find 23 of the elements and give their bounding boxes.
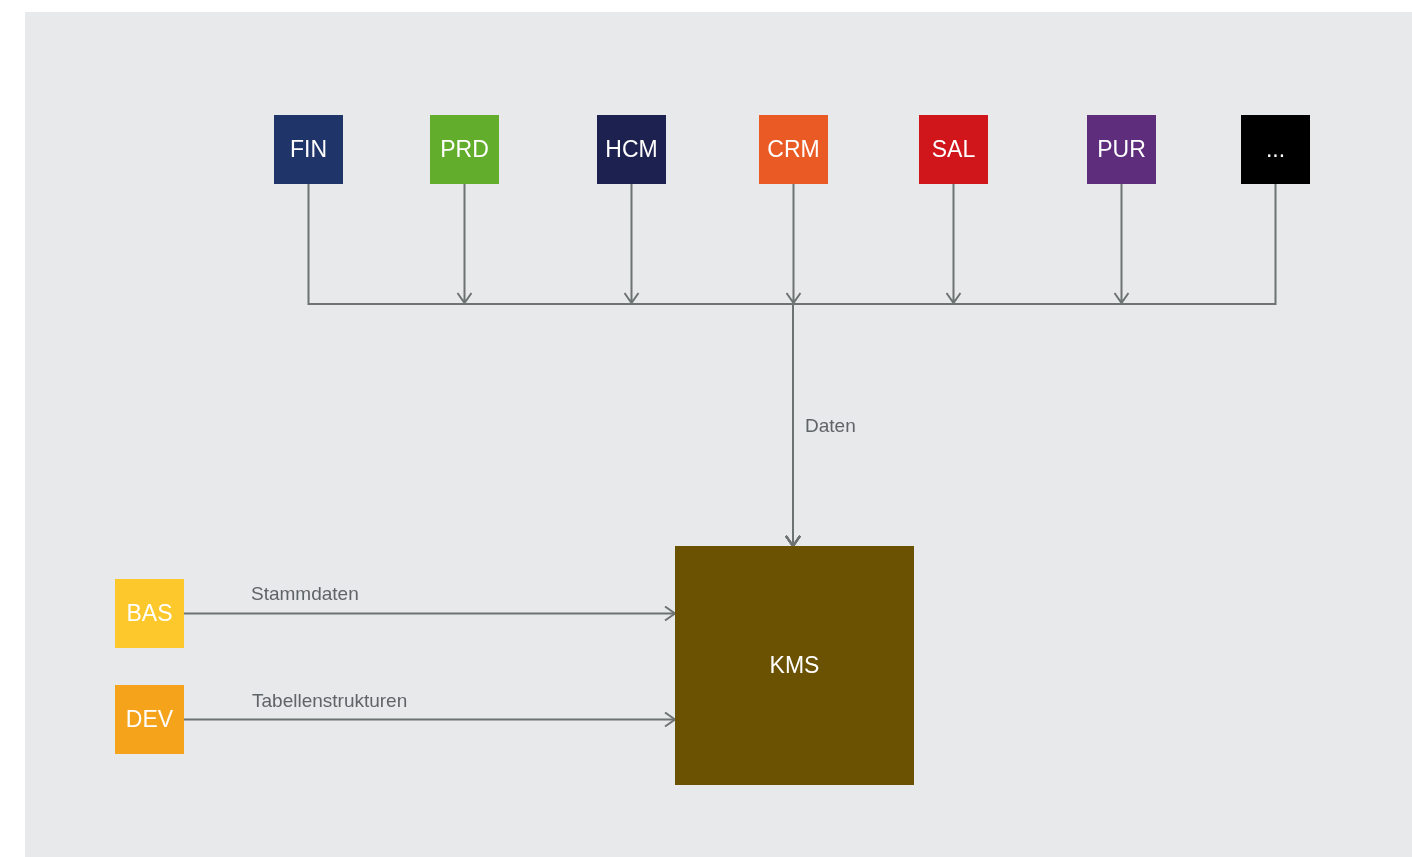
module-label: FIN — [289, 136, 328, 163]
arrow — [183, 711, 676, 728]
module-box — [115, 579, 184, 648]
module-label: PUR — [1097, 136, 1146, 163]
module-label: HCM — [605, 136, 658, 163]
arrow — [785, 183, 1277, 547]
module-box — [919, 115, 988, 184]
module-box — [597, 115, 666, 184]
system-box — [675, 546, 914, 785]
module-box — [1087, 115, 1156, 184]
module-label: CRM — [767, 136, 820, 163]
module-box — [430, 115, 499, 184]
module-box — [759, 115, 828, 184]
module-label: KMS — [769, 652, 820, 679]
module-label: BAS — [126, 600, 173, 627]
module-box — [1241, 115, 1310, 184]
module-label: PRD — [440, 136, 489, 163]
module-label: ... — [1265, 136, 1286, 163]
module-box — [274, 115, 343, 184]
arrow — [183, 605, 676, 622]
module-box — [115, 685, 184, 754]
module-label: SAL — [931, 136, 976, 163]
module-label: DEV — [125, 706, 174, 733]
